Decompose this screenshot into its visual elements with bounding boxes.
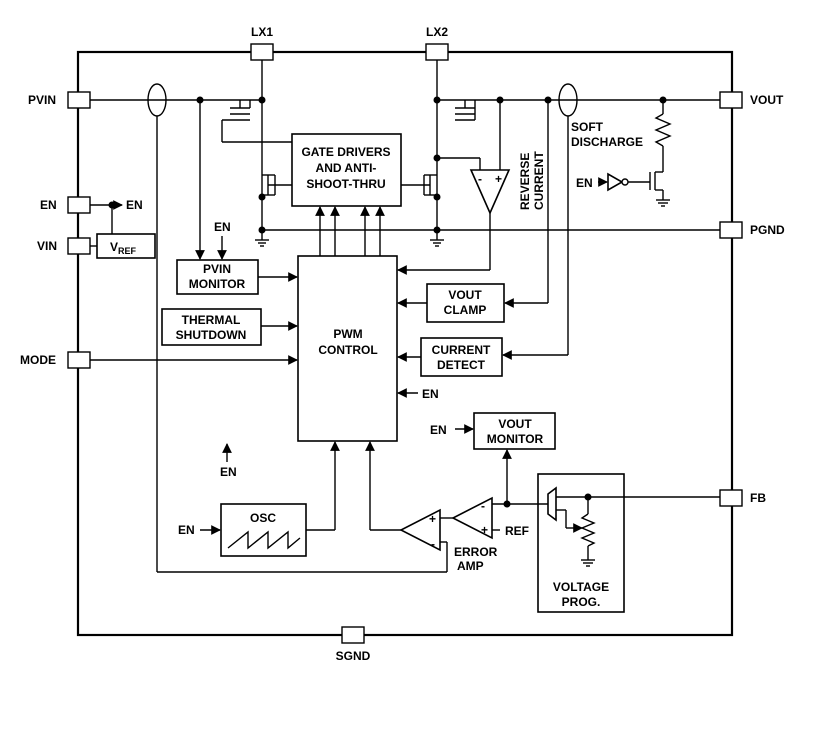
- soft-discharge: SOFT DISCHARGE EN: [571, 100, 672, 207]
- pin-sgnd: SGND: [336, 626, 371, 663]
- svg-text:PVIN: PVIN: [28, 93, 56, 107]
- pin-vout: VOUT: [719, 91, 784, 109]
- reverse-current-label: REVERSE: [518, 153, 532, 210]
- vref-block: VREF: [96, 233, 156, 259]
- pin-fb: FB: [719, 489, 766, 507]
- svg-text:VOUT: VOUT: [750, 93, 784, 107]
- gate-drivers-block: GATE DRIVERS AND ANTI- SHOOT-THRU: [291, 133, 402, 207]
- svg-text:EN: EN: [40, 198, 57, 212]
- reverse-current-comparator: - +: [397, 100, 511, 275]
- pin-vin: VIN: [37, 237, 91, 255]
- en-input: EN: [90, 198, 143, 247]
- error-amp: + - ERROR AMP: [399, 508, 498, 573]
- svg-text:VREF: VREF: [110, 240, 137, 256]
- svg-text:MONITOR: MONITOR: [487, 432, 544, 446]
- svg-text:-: -: [478, 172, 482, 186]
- power-path: [90, 60, 720, 247]
- fb-amplifier: - + REF: [440, 496, 548, 540]
- svg-text:MONITOR: MONITOR: [189, 277, 246, 291]
- svg-text:SHUTDOWN: SHUTDOWN: [176, 328, 247, 342]
- svg-text:OSC: OSC: [250, 511, 276, 525]
- svg-text:CURRENT: CURRENT: [432, 343, 491, 357]
- chip-boundary: [76, 50, 734, 637]
- pin-lx1: LX1: [250, 25, 274, 61]
- svg-text:AND ANTI-: AND ANTI-: [316, 161, 377, 175]
- svg-text:PROG.: PROG.: [562, 595, 601, 609]
- svg-text:EN: EN: [430, 423, 447, 437]
- svg-text:CONTROL: CONTROL: [318, 343, 377, 357]
- vout-monitor-block: VOUT MONITOR: [473, 412, 556, 450]
- svg-text:AMP: AMP: [457, 559, 484, 573]
- svg-text:SGND: SGND: [336, 649, 371, 663]
- osc-block: OSC: [220, 503, 307, 557]
- svg-text:EN: EN: [220, 465, 237, 479]
- svg-text:VOUT: VOUT: [498, 417, 532, 431]
- svg-text:LX2: LX2: [426, 25, 448, 39]
- svg-text:FB: FB: [750, 491, 766, 505]
- svg-text:-: -: [431, 537, 435, 551]
- svg-text:SHOOT-THRU: SHOOT-THRU: [306, 177, 385, 191]
- pin-mode: MODE: [20, 351, 91, 369]
- svg-text:GATE DRIVERS: GATE DRIVERS: [301, 145, 390, 159]
- svg-text:THERMAL: THERMAL: [182, 313, 241, 327]
- pin-pgnd: PGND: [719, 221, 785, 239]
- svg-text:+: +: [429, 512, 436, 526]
- svg-text:PGND: PGND: [750, 223, 785, 237]
- svg-text:SOFT: SOFT: [571, 120, 604, 134]
- svg-text:VIN: VIN: [37, 239, 57, 253]
- svg-text:PWM: PWM: [333, 327, 362, 341]
- svg-text:DETECT: DETECT: [437, 358, 486, 372]
- pvin-monitor-block: PVIN MONITOR: [176, 259, 259, 295]
- svg-text:CLAMP: CLAMP: [444, 303, 487, 317]
- svg-text:MODE: MODE: [20, 353, 56, 367]
- svg-text:EN: EN: [214, 220, 231, 234]
- svg-text:EN: EN: [422, 387, 439, 401]
- svg-text:CURRENT: CURRENT: [532, 151, 546, 210]
- svg-text:+: +: [495, 172, 502, 186]
- svg-text:PVIN: PVIN: [203, 262, 231, 276]
- svg-text:VOLTAGE: VOLTAGE: [553, 580, 609, 594]
- svg-text:EN: EN: [576, 176, 593, 190]
- thermal-shutdown-block: THERMAL SHUTDOWN: [161, 308, 262, 346]
- svg-text:DISCHARGE: DISCHARGE: [571, 135, 643, 149]
- svg-text:ERROR: ERROR: [454, 545, 498, 559]
- svg-text:LX1: LX1: [251, 25, 273, 39]
- vout-clamp-block: VOUT CLAMP: [426, 283, 505, 323]
- pwm-control-block: PWM CONTROL: [297, 255, 398, 442]
- svg-text:EN: EN: [178, 523, 195, 537]
- svg-text:EN: EN: [126, 198, 143, 212]
- pin-en: EN: [40, 196, 91, 214]
- svg-text:VOUT: VOUT: [448, 288, 482, 302]
- voltage-prog-block: VOLTAGE PROG.: [537, 473, 720, 613]
- svg-text:REF: REF: [505, 524, 529, 538]
- pin-pvin: PVIN: [28, 91, 91, 109]
- pin-lx2: LX2: [425, 25, 449, 61]
- current-detect-block: CURRENT DETECT: [420, 337, 503, 377]
- svg-text:+: +: [481, 523, 488, 537]
- svg-text:-: -: [481, 499, 485, 513]
